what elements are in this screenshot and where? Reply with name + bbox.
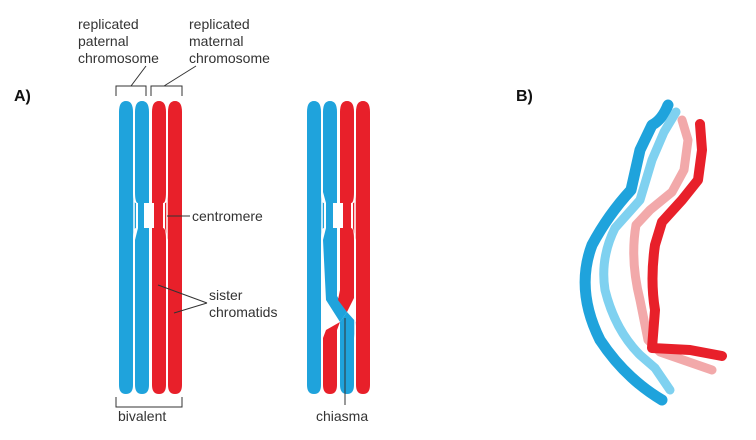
sister-chromatids-label-line-1: sister	[209, 287, 243, 303]
maternal-leader-line	[163, 65, 197, 87]
maternal-label-line-2: maternal	[189, 33, 243, 49]
chiasma-maternal-inner-top	[338, 101, 354, 312]
paternal-chromosome	[119, 101, 149, 394]
panel-label-b: B)	[516, 88, 533, 105]
maternal-chromatid-1	[152, 101, 166, 394]
paternal-chromosome-label: replicated paternal chromosome	[78, 16, 159, 66]
maternal-strand-light	[629, 115, 717, 375]
centromere-label: centromere	[192, 208, 263, 224]
centromere-notch-left	[144, 203, 154, 228]
paired-chromosomes-micrograph	[579, 99, 727, 406]
maternal-label-line-3: chromosome	[189, 50, 270, 66]
chiasma-label: chiasma	[316, 408, 368, 424]
bivalent-left	[119, 101, 182, 394]
paternal-bracket	[115, 85, 147, 96]
paternal-strand-outer	[579, 99, 674, 406]
maternal-chromatid-2	[165, 101, 182, 394]
maternal-chromosome	[152, 101, 182, 394]
chiasma-maternal-inner-bottom	[340, 312, 356, 394]
maternal-strand-dark	[647, 119, 727, 361]
chiasma-paternal-inner-bottom	[323, 322, 340, 394]
sister-leader-upper	[157, 284, 208, 304]
paternal-chromatid-2	[135, 101, 149, 394]
bivalent-bracket	[115, 397, 183, 408]
bivalent-chiasma	[307, 101, 370, 394]
maternal-chromosome-label: replicated maternal chromosome	[189, 16, 270, 66]
sister-chromatids-label-line-2: chromatids	[209, 304, 277, 320]
maternal-label-line-1: replicated	[189, 16, 250, 32]
paternal-chromatid-1	[119, 101, 136, 394]
sister-leader-lower	[173, 302, 208, 314]
chiasma-paternal-outer	[307, 101, 324, 394]
chiasma-maternal-outer	[353, 101, 370, 394]
bivalent-label: bivalent	[118, 408, 166, 424]
paternal-strand-inner	[599, 107, 681, 395]
maternal-bracket	[150, 85, 183, 96]
panel-label-a: A)	[14, 88, 31, 105]
centromere-notch-right	[333, 203, 343, 228]
paternal-label-line-1: replicated	[78, 16, 139, 32]
paternal-label-line-2: paternal	[78, 33, 129, 49]
paternal-leader-line	[130, 65, 147, 87]
paternal-label-line-3: chromosome	[78, 50, 159, 66]
